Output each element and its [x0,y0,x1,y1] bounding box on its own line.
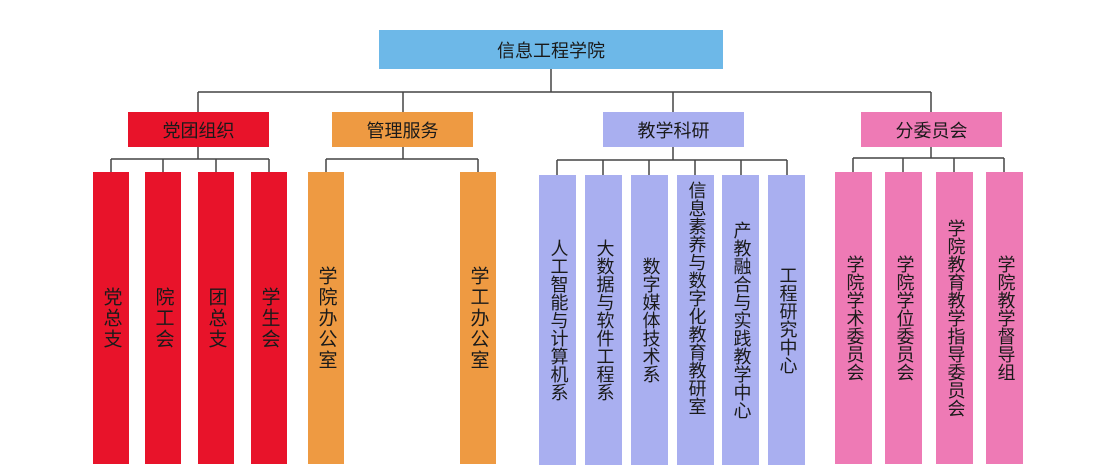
group-node-party: 党团组织 [128,112,269,147]
leaf-node-label: 学工办公室 [467,265,490,371]
leaf-node: 党总支 [93,172,129,464]
leaf-node: 学院学术委员会 [835,172,872,464]
leaf-node: 学生会 [251,172,287,464]
leaf-node-label: 工程研究中心 [776,266,798,374]
leaf-node: 信息素养与数字化教育教研室 [677,175,714,465]
leaf-node: 学院办公室 [308,172,344,464]
leaf-node-label: 信息素养与数字化教育教研室 [685,181,707,415]
leaf-node-label: 学院学术委员会 [843,255,865,381]
group-node-label: 党团组织 [162,120,235,142]
group-node-label: 分委员会 [895,120,968,142]
root-node-label: 信息工程学院 [497,40,605,62]
leaf-node: 人工智能与计算机系 [539,175,576,465]
leaf-node: 团总支 [198,172,234,464]
root-node: 信息工程学院 [379,30,723,69]
leaf-node-label: 学院教育教学指导委员会 [944,219,966,417]
leaf-node: 院工会 [145,172,181,464]
leaf-node-label: 数字媒体技术系 [639,257,661,383]
leaf-node-label: 大数据与软件工程系 [593,239,615,401]
leaf-node: 产教融合与实践教学中心 [722,175,759,465]
group-node-management: 管理服务 [332,112,473,147]
leaf-node-label: 团总支 [205,286,228,350]
group-node-label: 管理服务 [366,120,439,142]
leaf-node: 工程研究中心 [768,175,805,465]
leaf-node-label: 人工智能与计算机系 [547,239,569,401]
leaf-node-label: 学院学位委员会 [893,255,915,381]
leaf-node-label: 产教融合与实践教学中心 [730,221,752,419]
leaf-node: 学院教育教学指导委员会 [936,172,973,464]
leaf-node: 学院教学督导组 [986,172,1023,464]
leaf-node: 学院学位委员会 [885,172,922,464]
group-node-label: 教学科研 [637,120,710,142]
leaf-node: 学工办公室 [460,172,496,464]
leaf-node: 数字媒体技术系 [631,175,668,465]
leaf-node-label: 学院办公室 [315,265,338,371]
group-node-teaching: 教学科研 [603,112,744,147]
leaf-node: 大数据与软件工程系 [585,175,622,465]
leaf-node-label: 学院教学督导组 [994,255,1016,381]
leaf-node-label: 党总支 [100,286,123,350]
leaf-node-label: 学生会 [258,286,281,350]
leaf-node-label: 院工会 [152,286,175,350]
group-node-committee: 分委员会 [861,112,1002,147]
